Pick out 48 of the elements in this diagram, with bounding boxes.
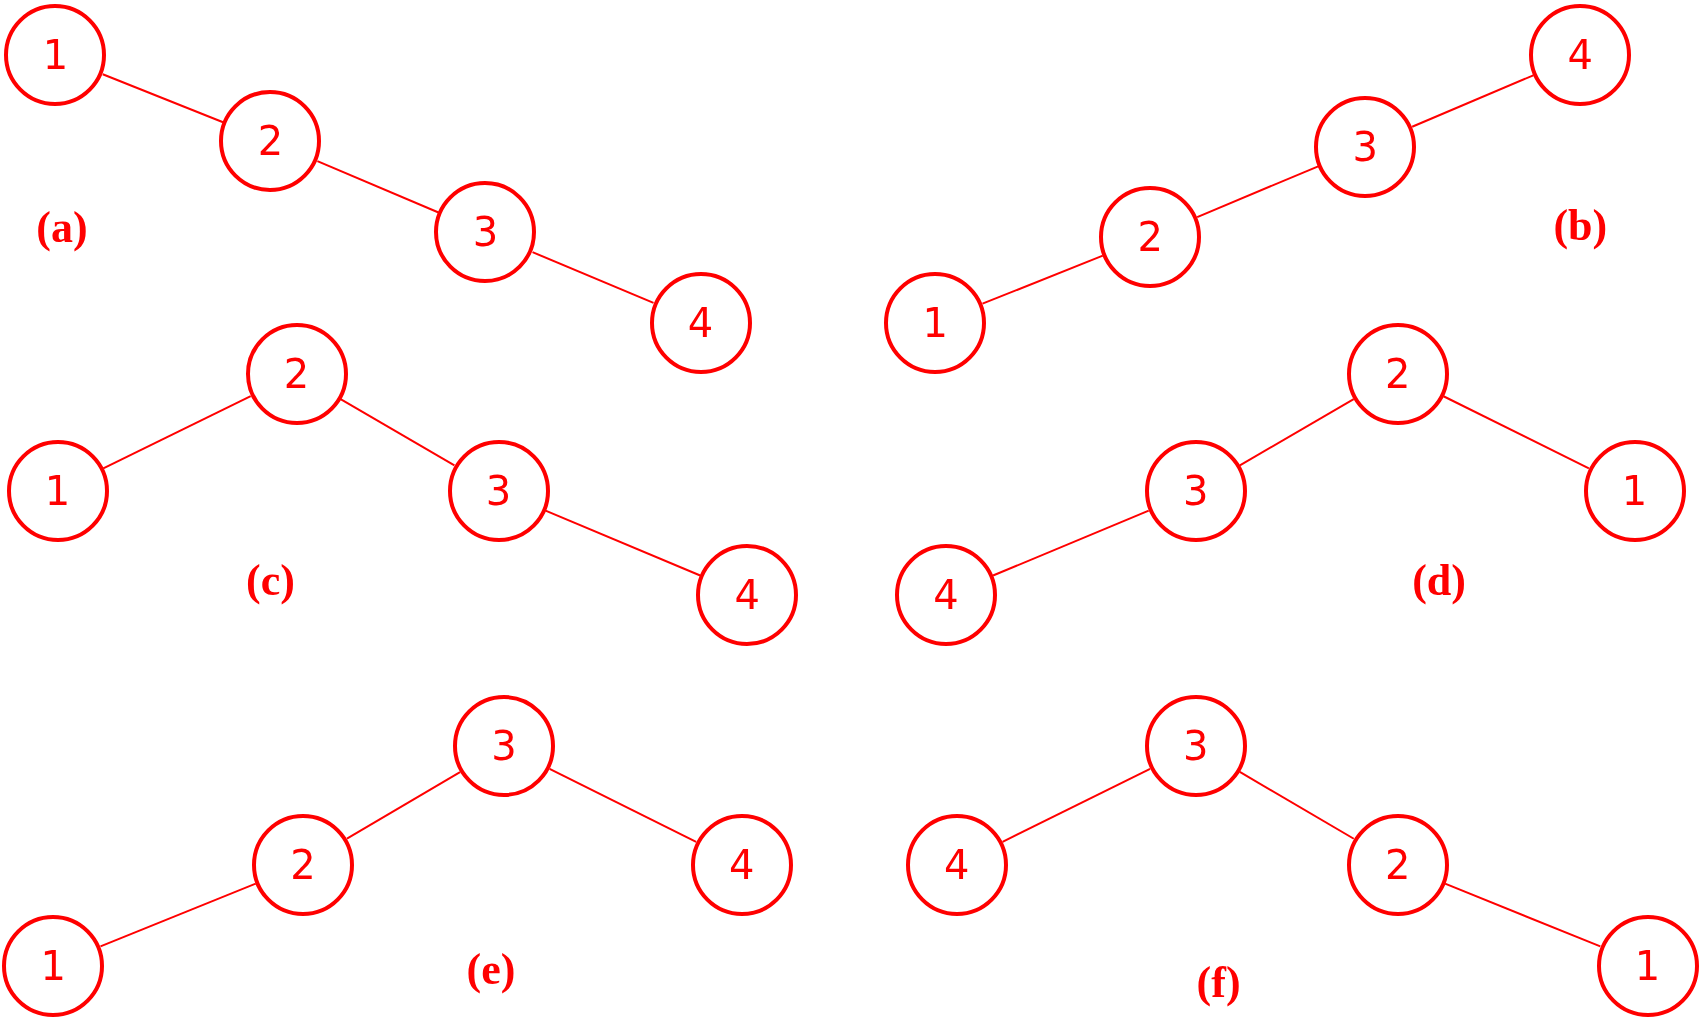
connector-line bbox=[548, 767, 698, 843]
connector-line bbox=[1444, 882, 1602, 948]
node-number: 4 bbox=[1567, 35, 1593, 76]
node-number: 2 bbox=[290, 844, 316, 885]
node-number: 4 bbox=[944, 844, 970, 885]
connector-line bbox=[1442, 395, 1590, 470]
node-number: 2 bbox=[1137, 216, 1163, 257]
connector-line bbox=[101, 73, 225, 124]
panel-label: (b) bbox=[1553, 203, 1608, 248]
panel-label: (f) bbox=[1196, 960, 1241, 1005]
node-number: 1 bbox=[1634, 945, 1661, 986]
panel-label: (e) bbox=[466, 947, 516, 992]
node-number: 3 bbox=[1183, 726, 1209, 767]
node-number: 3 bbox=[472, 212, 499, 253]
node-number: 1 bbox=[922, 302, 948, 343]
panel-label: (a) bbox=[36, 206, 88, 251]
connector-line bbox=[339, 398, 456, 467]
node-number: 2 bbox=[1385, 353, 1411, 394]
node-number: 3 bbox=[1352, 126, 1378, 167]
node-number: 2 bbox=[257, 121, 284, 162]
connector-line bbox=[1001, 767, 1152, 843]
node-number: 2 bbox=[283, 353, 310, 394]
connector-line bbox=[531, 251, 655, 304]
connector-line bbox=[981, 254, 1104, 305]
connector-line bbox=[102, 395, 252, 470]
connector-line bbox=[544, 509, 702, 577]
node-number: 1 bbox=[44, 470, 71, 511]
connector-line bbox=[992, 509, 1150, 577]
connector-line bbox=[1238, 398, 1355, 467]
node-number: 4 bbox=[734, 575, 760, 616]
connector-line bbox=[1238, 770, 1355, 840]
node-number: 3 bbox=[1183, 470, 1209, 511]
panel-label: (c) bbox=[246, 559, 295, 604]
connector-line bbox=[316, 160, 440, 214]
node-number: 2 bbox=[1385, 844, 1411, 885]
node-number: 4 bbox=[729, 844, 755, 885]
node-number: 1 bbox=[42, 35, 69, 76]
node-number: 1 bbox=[1621, 470, 1648, 511]
node-number: 4 bbox=[687, 302, 714, 343]
node-number: 3 bbox=[485, 470, 512, 511]
node-number: 1 bbox=[40, 945, 66, 986]
panel-label: (d) bbox=[1412, 559, 1466, 604]
connector-line bbox=[99, 882, 257, 948]
connector-line bbox=[345, 771, 461, 840]
connector-line bbox=[1196, 165, 1320, 219]
connector-line bbox=[1411, 74, 1535, 128]
node-number: 3 bbox=[491, 726, 517, 767]
node-number: 4 bbox=[933, 575, 959, 616]
